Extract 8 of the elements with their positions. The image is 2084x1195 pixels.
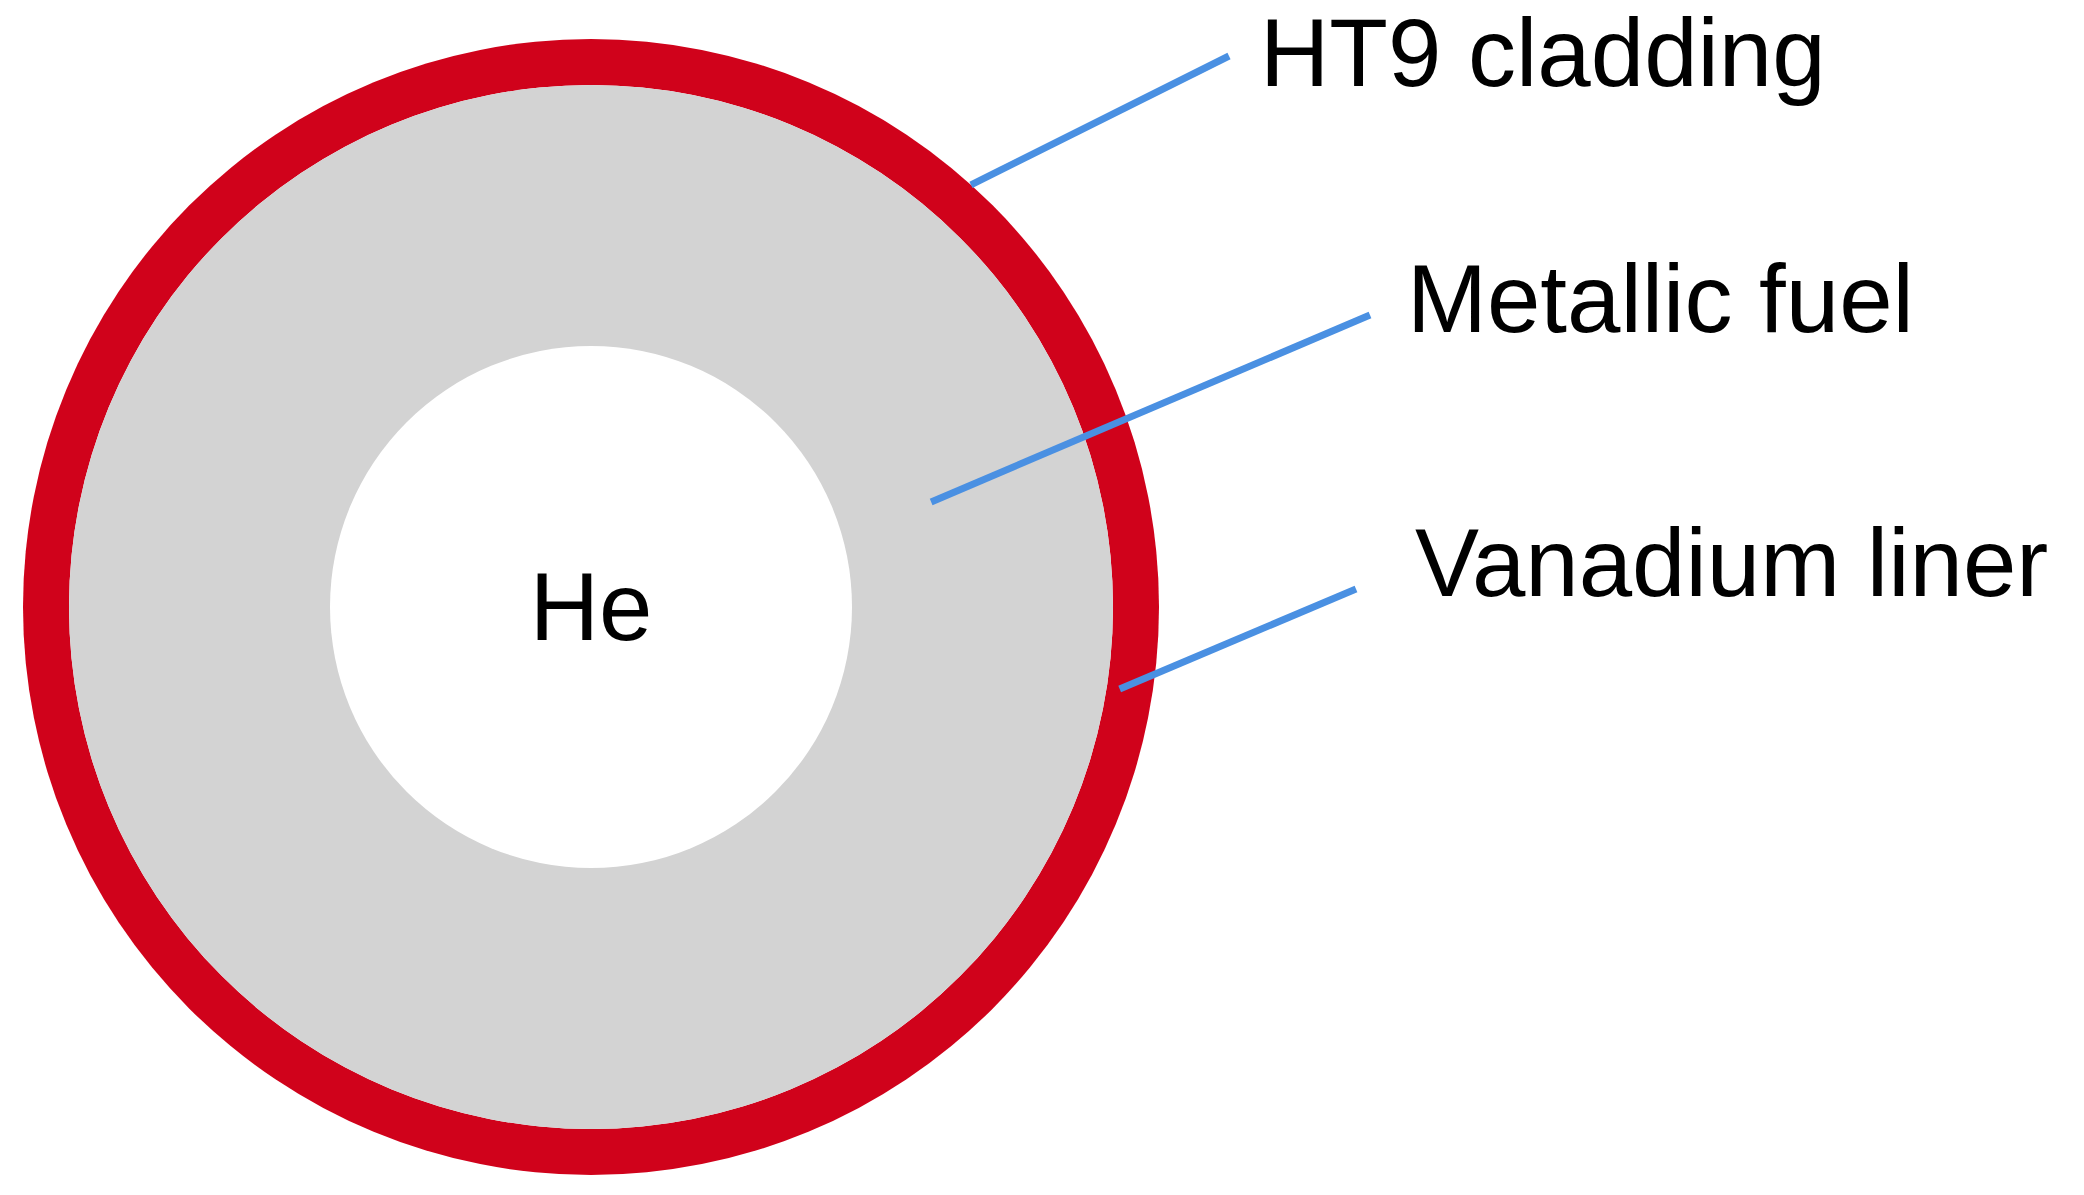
part-label: HT9 cladding: [1260, 0, 1826, 106]
leader-line: [1118, 585, 1358, 693]
part-label: Metallic fuel: [1407, 246, 1914, 352]
part-label: Vanadium liner: [1415, 510, 2049, 616]
leader-line: [969, 52, 1231, 188]
leader-line: [929, 311, 1372, 506]
cladding-ring: [23, 39, 1159, 1175]
core-label: He: [529, 554, 653, 660]
